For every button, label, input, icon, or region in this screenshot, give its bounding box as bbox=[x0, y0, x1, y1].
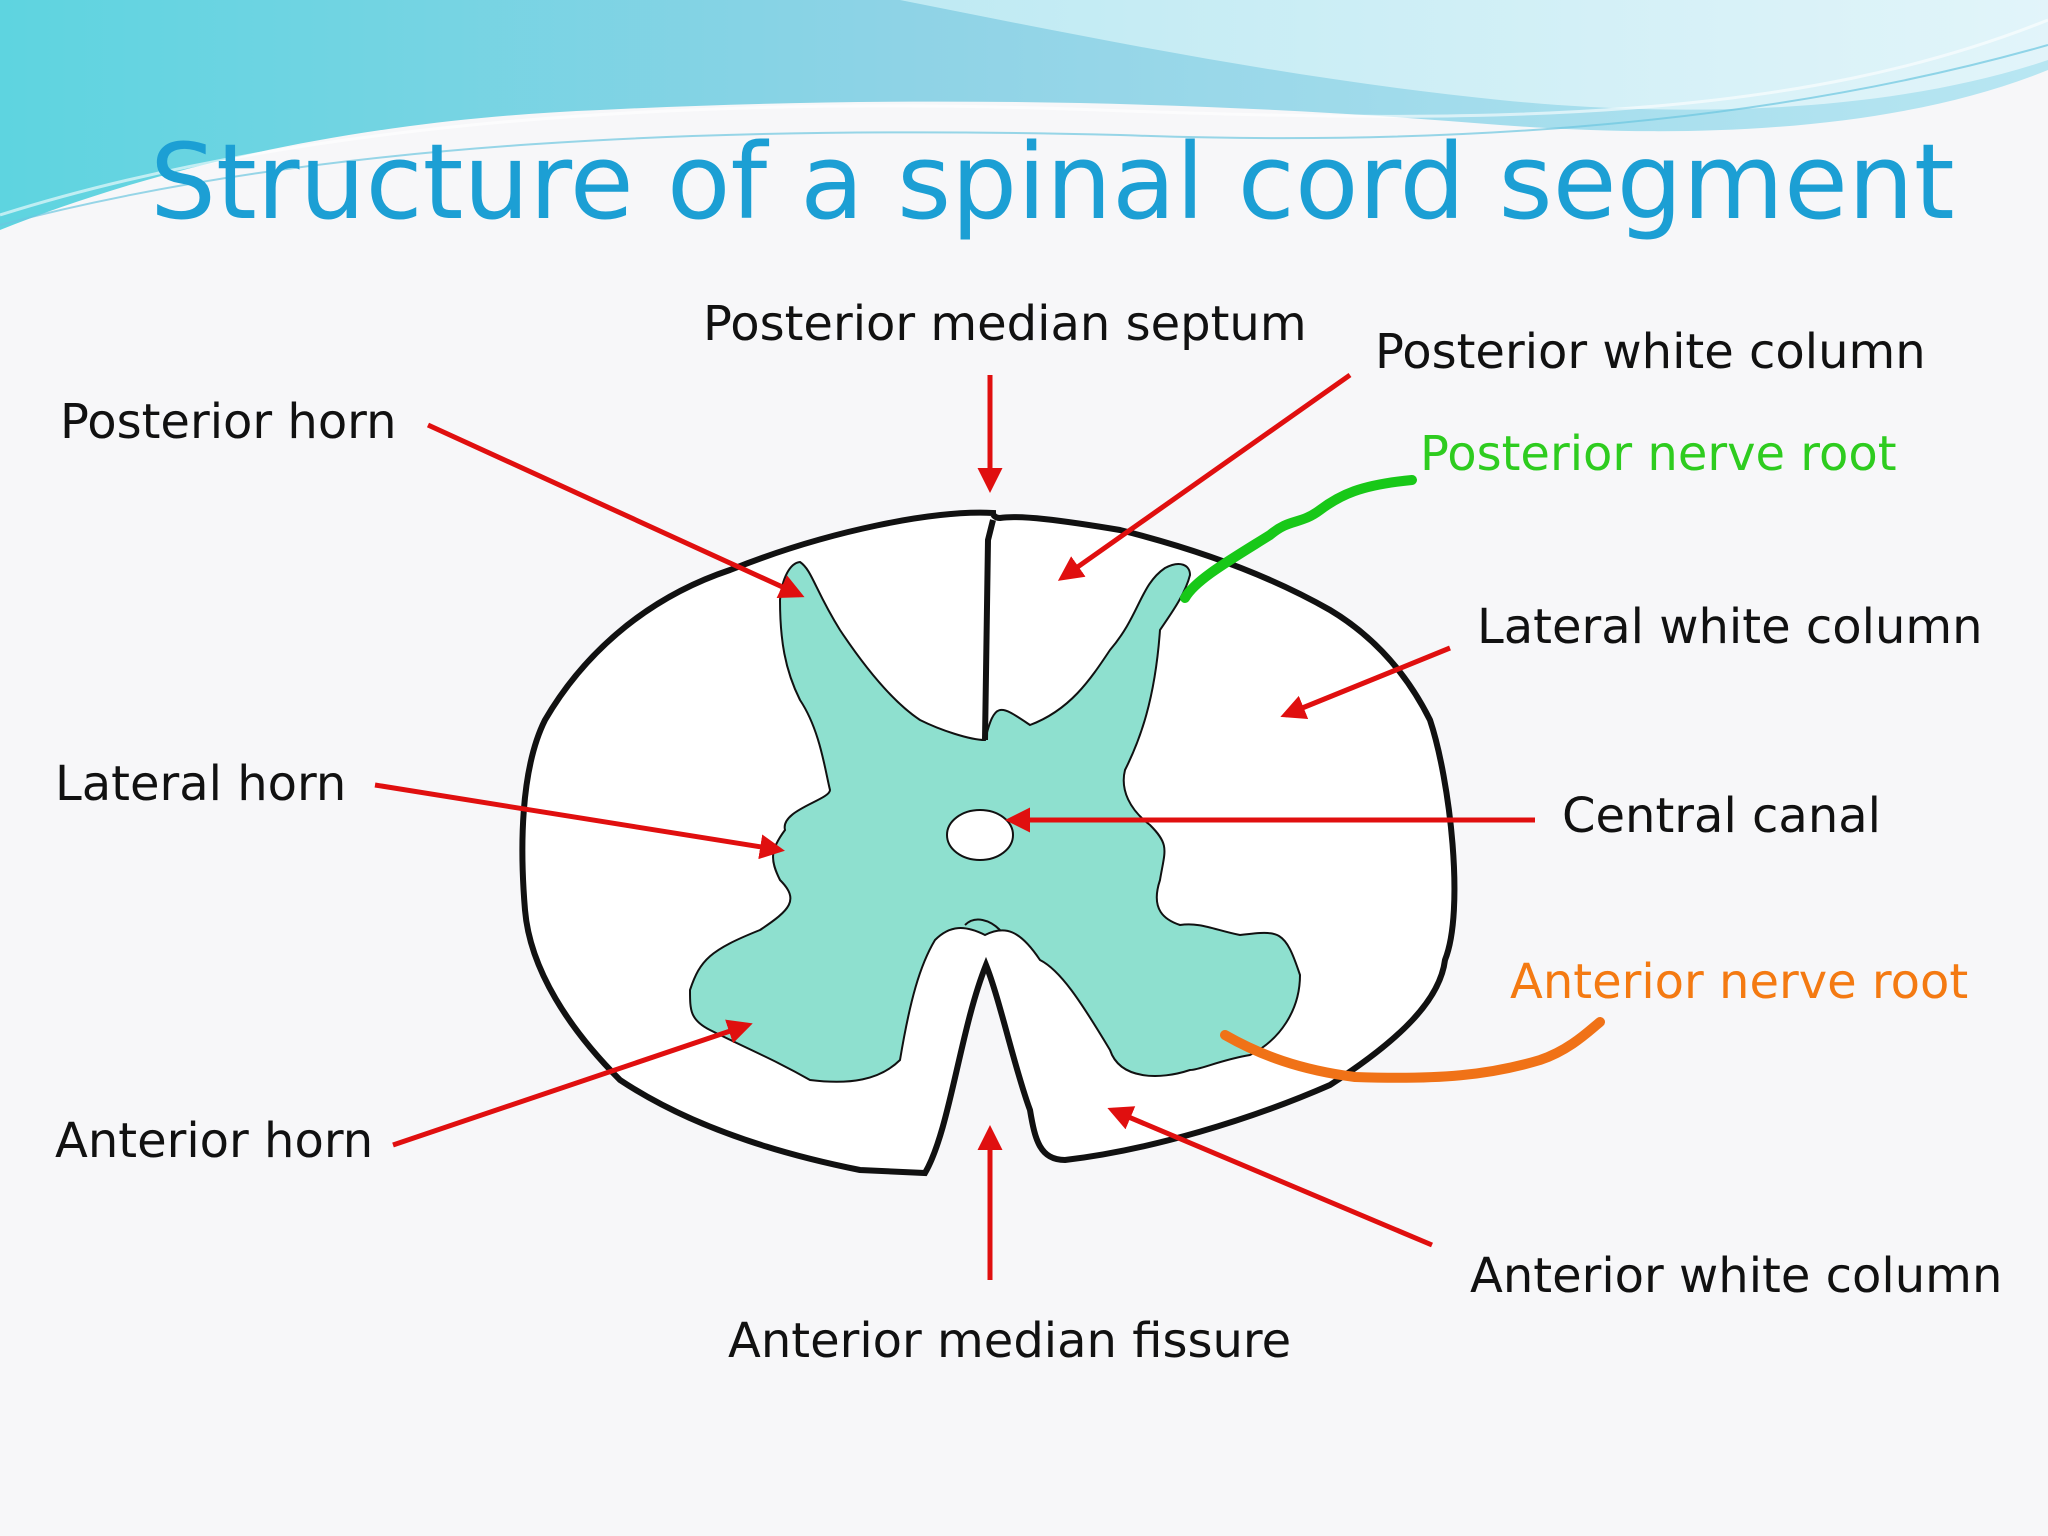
arrow-lateral-white-column bbox=[1280, 645, 1451, 720]
label-anterior-median-fissure: Anterior median fissure bbox=[728, 1313, 1291, 1369]
label-central-canal: Central canal bbox=[1562, 788, 1881, 844]
label-lateral-white-column: Lateral white column bbox=[1477, 599, 1983, 655]
label-arrows bbox=[374, 372, 1535, 1280]
label-posterior-median-septum: Posterior median septum bbox=[703, 296, 1307, 352]
arrow-anterior-horn bbox=[392, 1019, 753, 1148]
arrow-lateral-horn bbox=[374, 782, 785, 860]
label-posterior-nerve-root: Posterior nerve root bbox=[1420, 426, 1897, 482]
central-canal bbox=[946, 809, 1014, 861]
label-posterior-white-column: Posterior white column bbox=[1375, 324, 1926, 380]
label-anterior-white-column: Anterior white column bbox=[1470, 1248, 2002, 1304]
arrow-anterior-white-column bbox=[1107, 1106, 1433, 1248]
posterior-median-septum-line bbox=[982, 519, 996, 741]
header-wave bbox=[0, 0, 2048, 230]
arrow-posterior-white-column bbox=[1057, 372, 1352, 581]
label-lateral-horn: Lateral horn bbox=[55, 756, 346, 812]
label-anterior-nerve-root: Anterior nerve root bbox=[1510, 954, 1968, 1010]
label-posterior-horn: Posterior horn bbox=[60, 394, 397, 450]
anterior-nerve-root bbox=[1220, 1017, 1605, 1083]
posterior-nerve-root bbox=[1180, 475, 1417, 603]
label-anterior-horn: Anterior horn bbox=[55, 1113, 373, 1169]
slide-title: Structure of a spinal cord segment bbox=[150, 121, 1955, 243]
anterior-median-fissure-line bbox=[964, 918, 1001, 931]
arrow-posterior-horn bbox=[426, 422, 805, 599]
